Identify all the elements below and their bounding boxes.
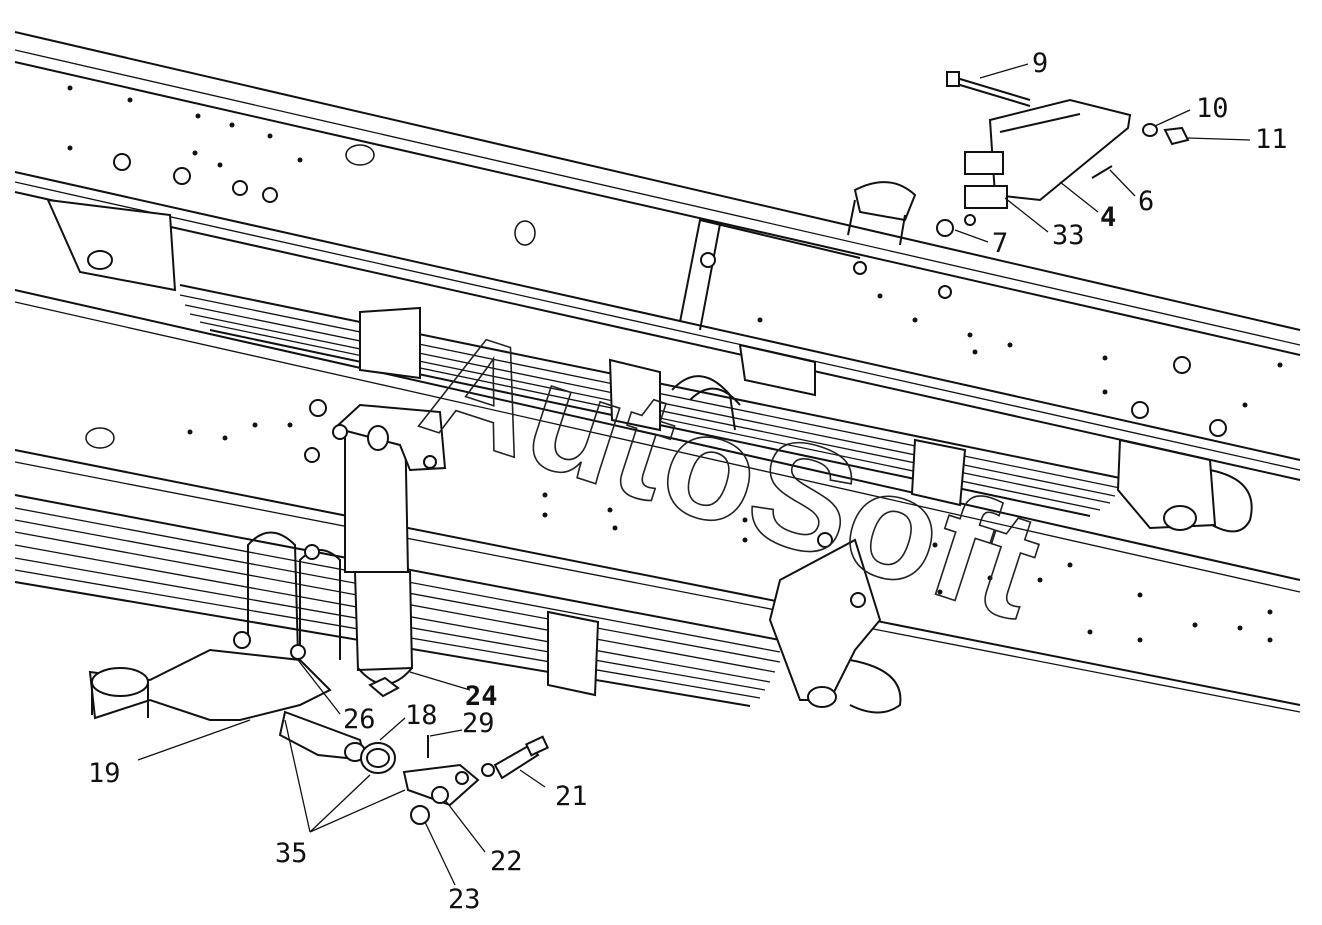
callout-7: 7 [992, 228, 1008, 259]
upper-frame-rail [14, 31, 1301, 481]
callout-23: 23 [448, 884, 481, 915]
u-bolts [233, 531, 341, 660]
callout-35: 35 [275, 838, 308, 869]
callout-22: 22 [490, 846, 523, 877]
callout-11: 11 [1255, 124, 1288, 155]
watermark-text: AutoSoft [405, 296, 1059, 651]
callout-29: 29 [462, 708, 495, 739]
upper-bracket-assembly [847, 71, 1190, 246]
callout-labels: 9 10 11 6 4 33 7 24 26 18 29 19 21 35 22… [88, 48, 1288, 915]
callout-24: 24 [465, 681, 498, 712]
shock-absorber [332, 403, 447, 698]
leader-lines [137, 63, 1251, 886]
callout-9: 9 [1032, 48, 1048, 79]
upper-leaf-spring [46, 198, 1253, 533]
rail-bolt-heads [113, 153, 1227, 463]
lower-frame-rail [14, 289, 1301, 713]
callout-33: 33 [1052, 220, 1085, 251]
callout-6: 6 [1138, 186, 1154, 217]
callout-19: 19 [88, 758, 121, 789]
axle-seat-bracket [88, 648, 367, 762]
callout-18: 18 [405, 700, 438, 731]
small-parts [360, 735, 550, 825]
callout-4: 4 [1100, 202, 1116, 233]
rail-holes [67, 85, 1283, 643]
callout-26: 26 [343, 704, 376, 735]
callout-10: 10 [1196, 93, 1229, 124]
callout-21: 21 [555, 781, 588, 812]
